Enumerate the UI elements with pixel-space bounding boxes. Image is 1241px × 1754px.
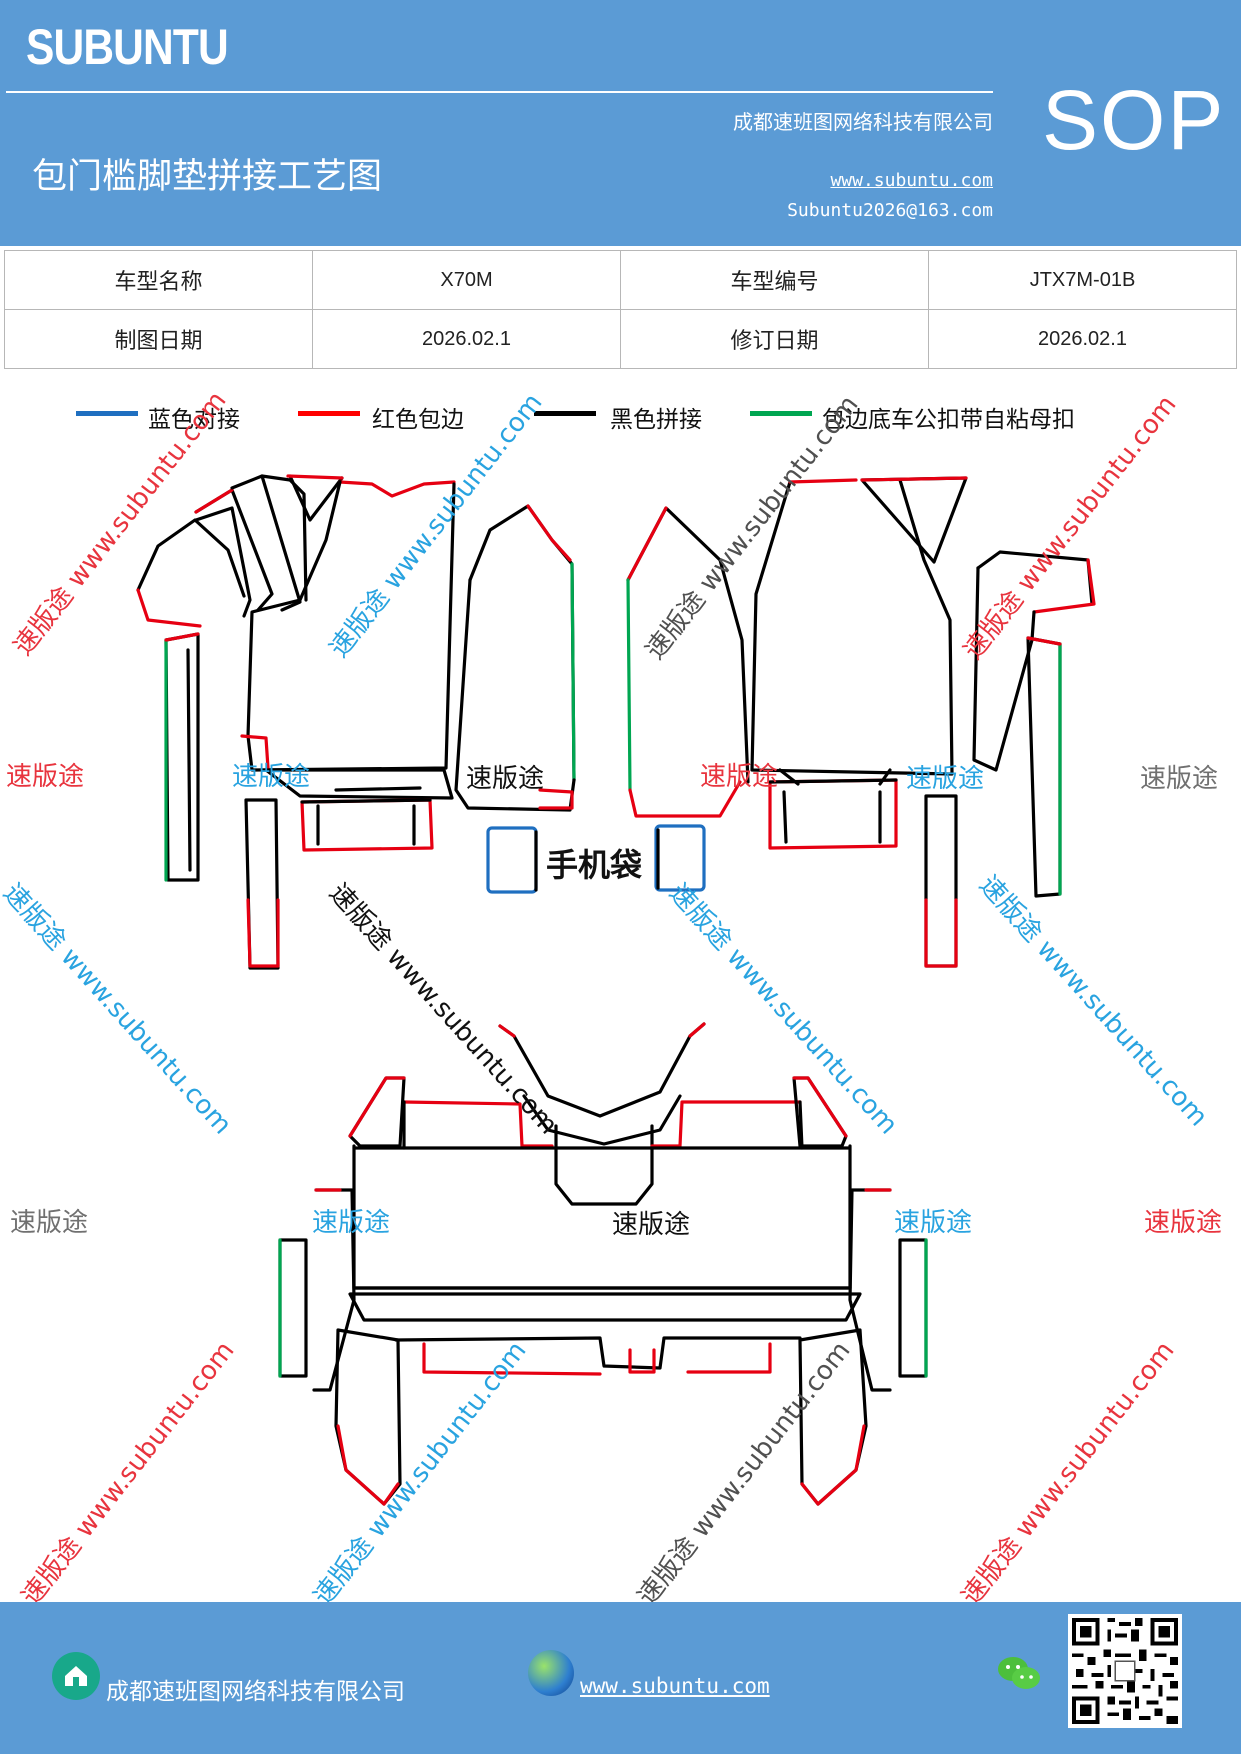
table-cell-label: 制图日期 [4,309,313,369]
legend-item-black: 黑色拼接 [534,400,724,440]
doc-type-label: SOP [1042,73,1226,167]
watermark: 速版途 [10,1208,89,1238]
table-row: 制图日期 2026.02.1 修订日期 2026.02.1 [4,309,1237,369]
legend-label: 蓝色对接 [148,407,240,433]
table-cell-value: X70M [312,250,621,310]
phone-bag-label: 手机袋 [546,846,643,884]
passenger-side-mats [626,476,1096,968]
watermark: 速版途 [612,1210,691,1240]
website-link[interactable]: www.subuntu.com [830,170,993,191]
legend-item-green: 包边底车公扣带自粘母扣 [750,400,1150,440]
rear-row-mats [278,1022,928,1506]
legend-item-blue: 蓝色对接 [76,400,266,440]
table-cell-label: 车型编号 [620,250,929,310]
table-cell-label: 车型名称 [4,250,313,310]
watermark: 速版途 [906,764,985,794]
footer-website-link[interactable]: www.subuntu.com [580,1674,770,1698]
table-row: 车型名称 X70M 车型编号 JTX7M-01B [4,250,1237,310]
brand-logo: SUBUNTU [26,19,229,75]
watermark: 速版途 [1144,1208,1223,1238]
legend-swatch [298,411,360,416]
phone-bag-area [486,824,706,894]
table-cell-value: JTX7M-01B [928,250,1237,310]
company-name: 成都速班图网络科技有限公司 [733,110,993,134]
watermark: 速版途 [700,762,779,792]
email-address[interactable]: Subuntu2026@163.com [787,200,993,221]
footer-banner: 成都速班图网络科技有限公司 www.subuntu.com [0,1602,1241,1754]
footer-company-name: 成都速班图网络科技有限公司 [106,1679,405,1705]
watermark: 速版途 [894,1208,973,1238]
table-cell-value: 2026.02.1 [928,309,1237,369]
vehicle-info-table: 车型名称 X70M 车型编号 JTX7M-01B 制图日期 2026.02.1 … [4,250,1237,369]
qr-code [1068,1614,1182,1728]
home-icon [52,1652,100,1700]
legend-item-red: 红色包边 [298,400,488,440]
watermark: 速版途 [1140,764,1219,794]
legend-swatch [534,411,596,416]
legend-label: 黑色拼接 [610,407,702,433]
watermark: 速版途 [232,762,311,792]
header-divider [6,91,993,93]
wechat-icon[interactable] [996,1654,1042,1694]
header-banner: SUBUNTU 成都速班图网络科技有限公司 包门槛脚垫拼接工艺图 www.sub… [0,0,1241,246]
legend-swatch [76,411,138,416]
globe-icon [528,1650,574,1696]
legend-label: 包边底车公扣带自粘母扣 [822,407,1075,433]
legend-label: 红色包边 [372,407,464,433]
watermark: 速版途 [466,764,545,794]
legend-swatch [750,411,812,416]
page-title: 包门槛脚垫拼接工艺图 [32,157,383,197]
table-cell-label: 修订日期 [620,309,929,369]
watermark: 速版途 [312,1208,391,1238]
table-cell-value: 2026.02.1 [312,309,621,369]
watermark: 速版途 [6,762,85,792]
driver-side-mats [136,474,576,970]
